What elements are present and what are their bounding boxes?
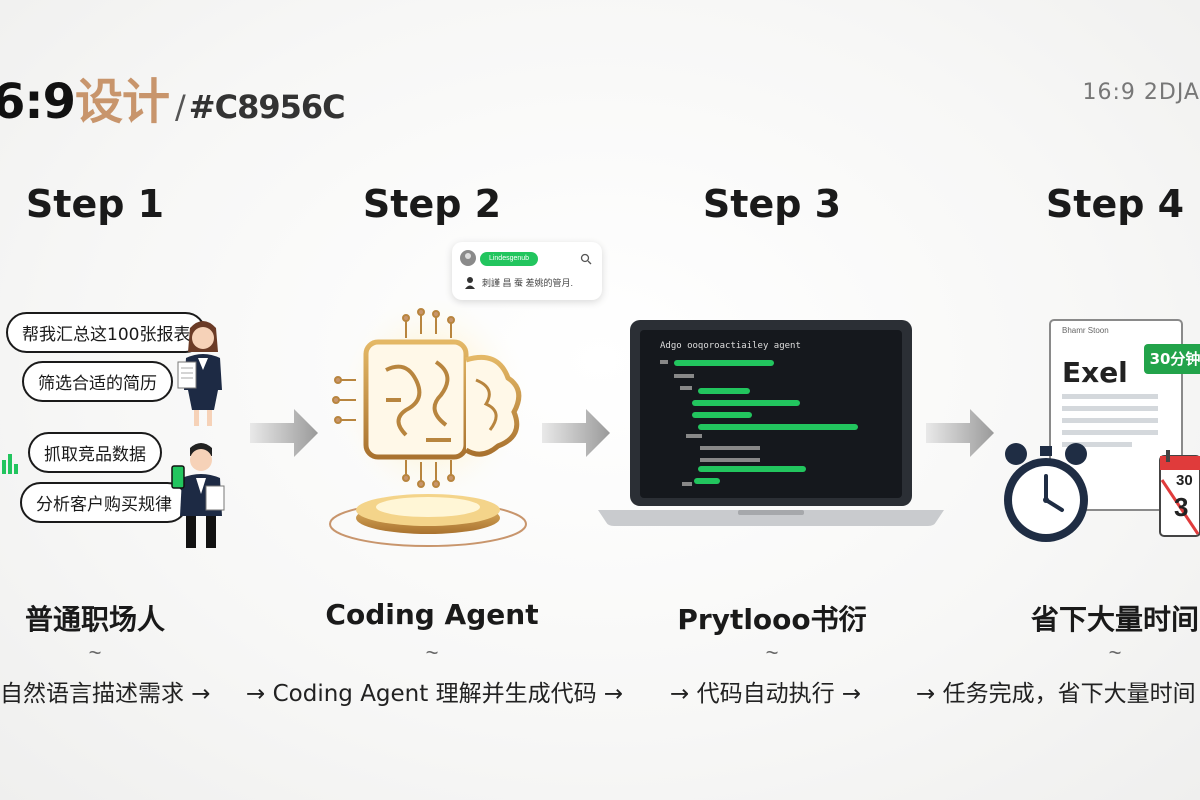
page-title: 6:9设计/#C8956C xyxy=(0,62,346,132)
step-1-description: 自然语言描述需求 → xyxy=(0,681,211,707)
excel-label: Exel xyxy=(1062,356,1128,389)
title-hex-code: #C8956C xyxy=(188,88,346,126)
flow-arrow-3 xyxy=(926,409,994,457)
stopwatch-icon xyxy=(1004,443,1088,542)
step-1-caption: 普通职场人 xyxy=(24,603,165,636)
step-1-label: Step 1 xyxy=(25,182,165,226)
title-number: 6:9 xyxy=(0,74,76,130)
user-icon xyxy=(465,277,475,289)
chat-preview-card: Lindesgenub 刺謹 昌 蚕 差姚的管月. xyxy=(452,242,602,300)
chat-status-pill: Lindesgenub xyxy=(480,252,538,266)
mini-chart-icon xyxy=(2,454,18,474)
office-woman-icon xyxy=(177,321,222,426)
speech-bubble-resumes: 筛选合适的简历 xyxy=(22,361,173,402)
laptop-icon xyxy=(598,320,944,526)
code-window-title: Adgo ooqoroactiailey agent xyxy=(660,341,801,351)
time-badge: 30分钟 xyxy=(1144,344,1200,374)
step-2-tilde: ~ xyxy=(425,640,439,665)
chat-message-line: 刺謹 昌 蚕 差姚的管月. xyxy=(482,278,574,288)
step-4-tilde: ~ xyxy=(1108,640,1122,665)
step-3-description: → 代码自动执行 → xyxy=(670,681,862,707)
avatar-icon xyxy=(460,250,476,266)
step-2-label: Step 2 xyxy=(362,182,502,226)
calendar-icon xyxy=(1159,450,1200,537)
title-chinese: 设计 xyxy=(75,74,170,130)
speech-bubble-competitor: 抓取竞品数据 xyxy=(28,432,162,473)
search-icon xyxy=(580,253,592,265)
step-3-label: Step 3 xyxy=(702,182,842,226)
step-3-caption: Prytlooo书衍 xyxy=(677,603,867,636)
calendar-big-number: 3 xyxy=(1174,492,1189,522)
office-man-icon xyxy=(171,443,225,548)
ai-brain-icon xyxy=(329,300,531,547)
header-ratio-label: 16:9 2DJA xyxy=(1082,80,1200,105)
speech-bubble-analysis: 分析客户购买规律 xyxy=(20,482,188,523)
flow-arrow-2 xyxy=(542,409,610,457)
step-4-label: Step 4 xyxy=(1045,182,1185,226)
step-3-tilde: ~ xyxy=(765,640,779,665)
excel-doc-header: Bhamr Stoon xyxy=(1062,326,1109,335)
step-1-tilde: ~ xyxy=(88,640,102,665)
flow-arrow-1 xyxy=(250,409,318,457)
step-4-description: → 任务完成，省下大量时间 xyxy=(916,681,1196,707)
code-lines xyxy=(660,360,858,486)
step-2-caption: Coding Agent xyxy=(325,598,539,631)
speech-bubble-reports: 帮我汇总这100张报表 xyxy=(6,312,207,353)
calendar-top-number: 30 xyxy=(1176,472,1193,489)
step-2-description: → Coding Agent 理解并生成代码 → xyxy=(246,681,624,707)
step-4-caption: 省下大量时间 xyxy=(1030,603,1199,636)
title-slash: / xyxy=(175,88,186,126)
